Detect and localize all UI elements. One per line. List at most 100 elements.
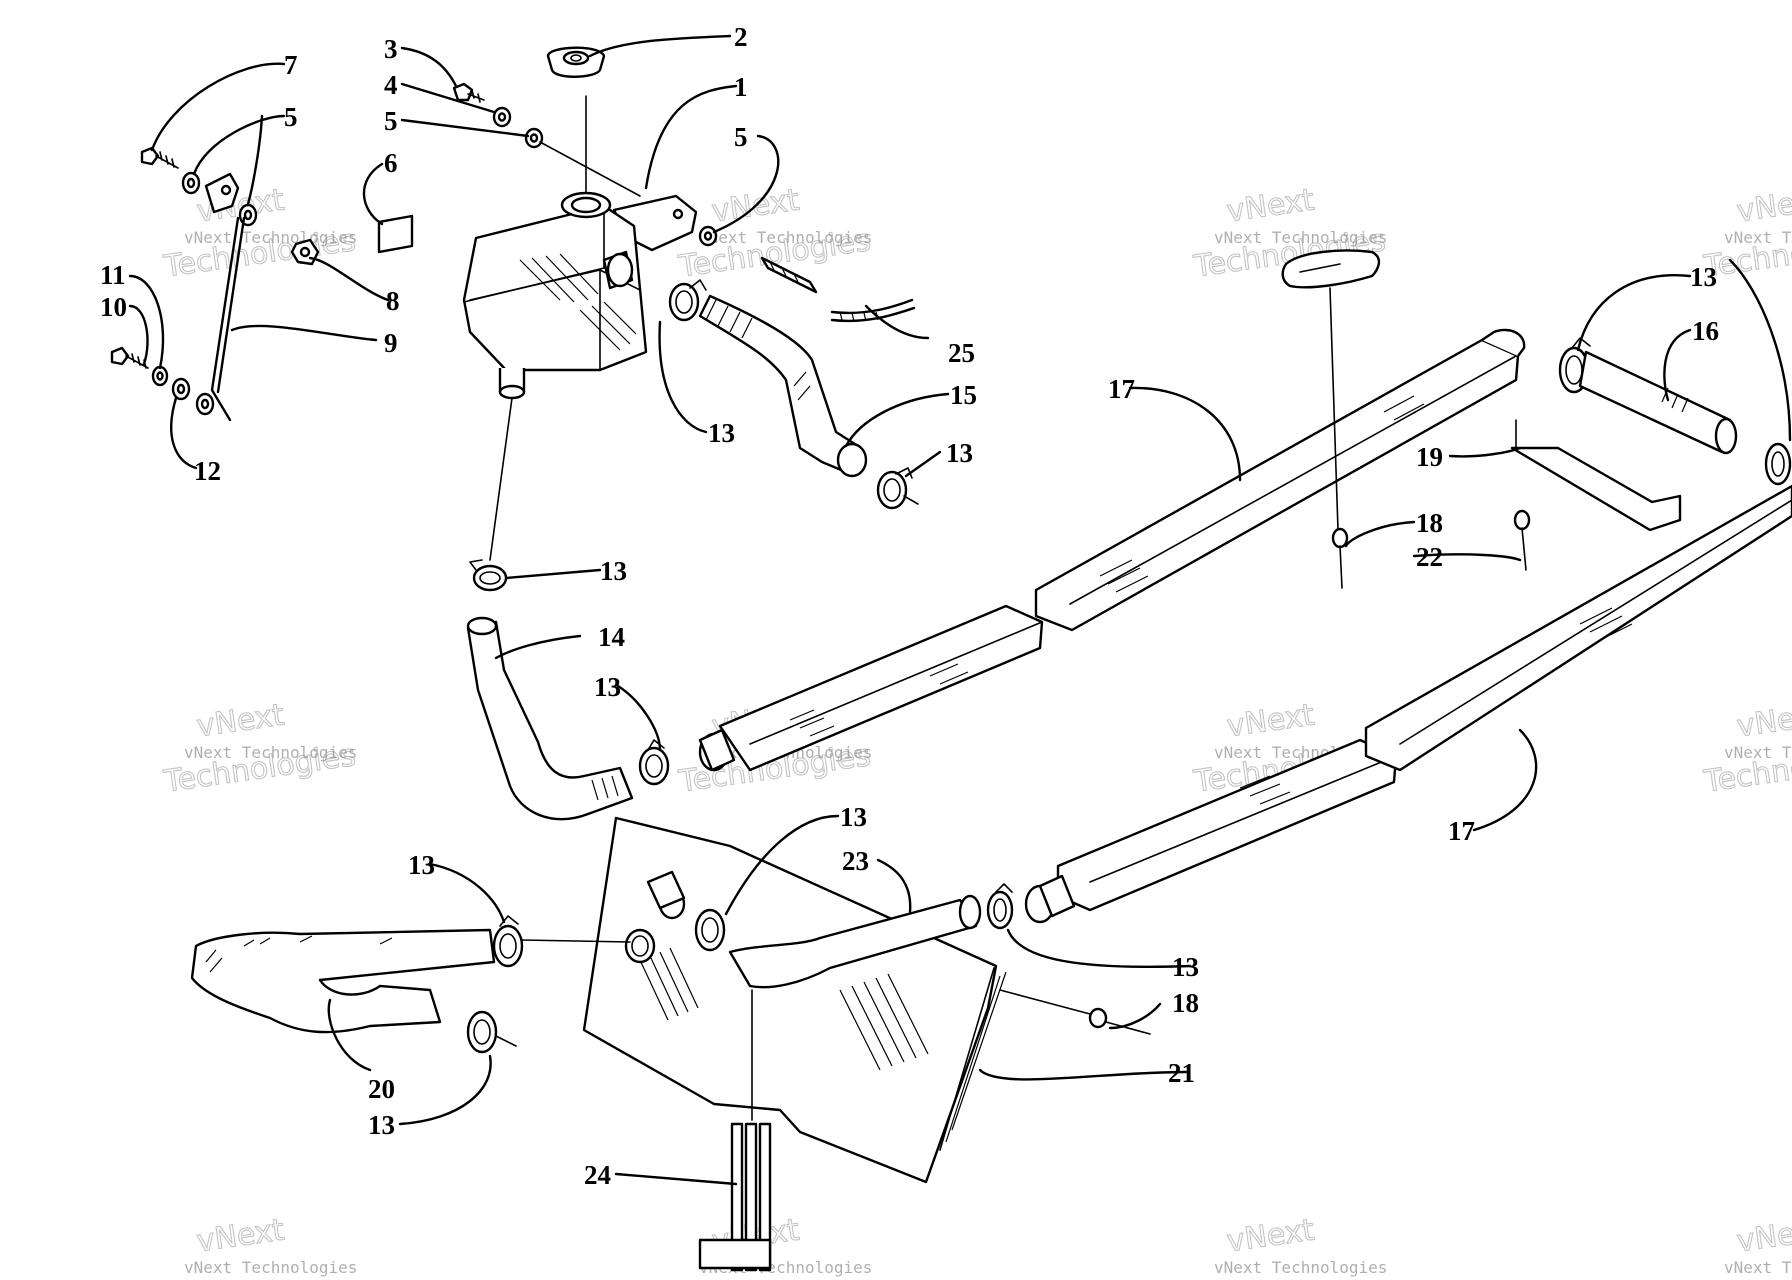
cable-ties-24 — [698, 1122, 772, 1272]
rivet-18-lower — [999, 989, 1151, 1035]
callout-11: 11 — [100, 260, 126, 290]
svg-text:vNext Technologies: vNext Technologies — [699, 228, 872, 247]
watermark-11: vNext vNext Technologies — [1214, 1212, 1387, 1277]
watermark-12: vNext vNext Technologies — [1724, 1212, 1792, 1277]
svg-text:vNext: vNext — [195, 698, 287, 745]
callout-20: 20 — [368, 1074, 395, 1104]
hose-16 — [1578, 350, 1738, 455]
heat-exchanger-right-front — [1024, 738, 1398, 924]
callout-19: 19 — [1416, 442, 1443, 472]
callout-8: 8 — [386, 286, 400, 316]
callout-13-hose16: 13 — [1690, 262, 1717, 292]
callout-13-hose20-top: 13 — [408, 850, 435, 880]
callout-17-upper: 17 — [1108, 374, 1135, 404]
bolt-10 — [110, 346, 149, 369]
heat-exchanger-left-rear — [1034, 328, 1526, 632]
callout-24: 24 — [584, 1160, 611, 1190]
svg-text:vNext: vNext — [1225, 698, 1317, 745]
watermark-5: vNext vNext Technologies Technologies — [161, 697, 359, 800]
bracket-hardware — [110, 146, 320, 422]
washer-5d — [698, 225, 718, 247]
heat-shield-19 — [1510, 419, 1682, 532]
washer-12 — [171, 377, 191, 401]
hose-clamp-14-top — [469, 559, 508, 592]
callout-13-hose20-bottom: 13 — [368, 1110, 395, 1140]
svg-text:vNext Technologies: vNext Technologies — [1724, 228, 1792, 247]
callout-17-lower: 17 — [1448, 816, 1475, 846]
callout-14: 14 — [598, 622, 625, 652]
callout-13-hose23: 13 — [1172, 952, 1199, 982]
panel-fitting-lower — [624, 928, 656, 964]
callout-21: 21 — [1168, 1058, 1195, 1088]
hose-15 — [698, 294, 868, 478]
callout-4: 4 — [384, 70, 398, 100]
tank-body — [462, 204, 648, 372]
bolt-3 — [452, 82, 485, 103]
svg-text:vNext Technologies: vNext Technologies — [184, 228, 357, 247]
callout-22: 22 — [1416, 542, 1443, 572]
callout-3: 3 — [384, 34, 398, 64]
hose-clamp-15-end — [876, 467, 919, 510]
svg-text:vNext Technologies: vNext Technologies — [184, 743, 357, 762]
coolant-reservoir — [377, 46, 718, 561]
callout-18-upper: 18 — [1416, 508, 1443, 538]
callout-5-upper: 5 — [384, 106, 398, 136]
washer-5c — [524, 127, 544, 149]
hose-clamp-20-upper — [492, 915, 524, 968]
hose-clamp-16-right — [1764, 442, 1792, 486]
callout-12: 12 — [194, 456, 221, 486]
rivet-22 — [1513, 509, 1531, 571]
svg-text:vNext: vNext — [195, 1213, 287, 1260]
callout-labels: 1 2 3 4 5 5 5 6 7 8 9 10 11 12 13 13 13 … — [100, 22, 1719, 1190]
svg-text:vNext Technologies: vNext Technologies — [1724, 1258, 1792, 1277]
washer-11 — [151, 365, 169, 387]
hose-23 — [728, 894, 982, 989]
callout-16: 16 — [1692, 316, 1719, 346]
callout-10: 10 — [100, 292, 127, 322]
decal-6 — [377, 214, 414, 254]
svg-text:vNext: vNext — [1225, 183, 1317, 230]
leader-lines — [128, 34, 1792, 1186]
callout-13-panel: 13 — [840, 802, 867, 832]
tank-side-nipple — [602, 250, 634, 290]
hose-clamp-20-lower — [466, 1010, 517, 1054]
panel-fitting-upper — [646, 870, 686, 920]
callout-13-tank-hose: 13 — [708, 418, 735, 448]
callout-25: 25 — [948, 338, 975, 368]
watermark-9: vNext vNext Technologies — [184, 1212, 357, 1277]
hose-14 — [466, 616, 634, 821]
callout-15: 15 — [950, 380, 977, 410]
foam-pad — [1281, 249, 1381, 289]
svg-text:vNext Technologies: vNext Technologies — [184, 1258, 357, 1277]
svg-text:vNext Technologies: vNext Technologies — [1214, 1258, 1387, 1277]
filler-neck — [560, 191, 612, 219]
rod-9 — [210, 216, 246, 422]
callout-7: 7 — [284, 50, 298, 80]
heat-exchanger-right-rear — [1364, 484, 1792, 772]
hose-clamp-upper-tank — [668, 279, 707, 322]
svg-text:vNext: vNext — [1735, 1213, 1792, 1260]
washer-5b — [238, 203, 258, 227]
callout-1: 1 — [734, 72, 748, 102]
bracket-plate — [204, 172, 240, 214]
washer-rod-end — [195, 392, 215, 416]
panel-21 — [582, 816, 1007, 1184]
callout-6: 6 — [384, 148, 398, 178]
heat-exchanger-left-front — [698, 604, 1044, 772]
hose-clamp-23-end — [986, 883, 1014, 930]
callout-23: 23 — [842, 846, 869, 876]
callout-13-hose14-bottom: 13 — [594, 672, 621, 702]
callout-2: 2 — [734, 22, 748, 52]
svg-text:vNext: vNext — [1735, 698, 1792, 745]
rivet-18-top — [1331, 527, 1349, 589]
bolt-7 — [140, 146, 179, 169]
callout-13-hose14-top: 13 — [600, 556, 627, 586]
callout-18-lower: 18 — [1172, 988, 1199, 1018]
callout-5-right: 5 — [734, 122, 748, 152]
hose-clamp-panel — [694, 908, 726, 952]
callout-5-left: 5 — [284, 102, 298, 132]
svg-text:vNext: vNext — [1735, 183, 1792, 230]
hose-clamp-14-bottom — [638, 739, 670, 786]
hose-20 — [190, 928, 496, 1034]
